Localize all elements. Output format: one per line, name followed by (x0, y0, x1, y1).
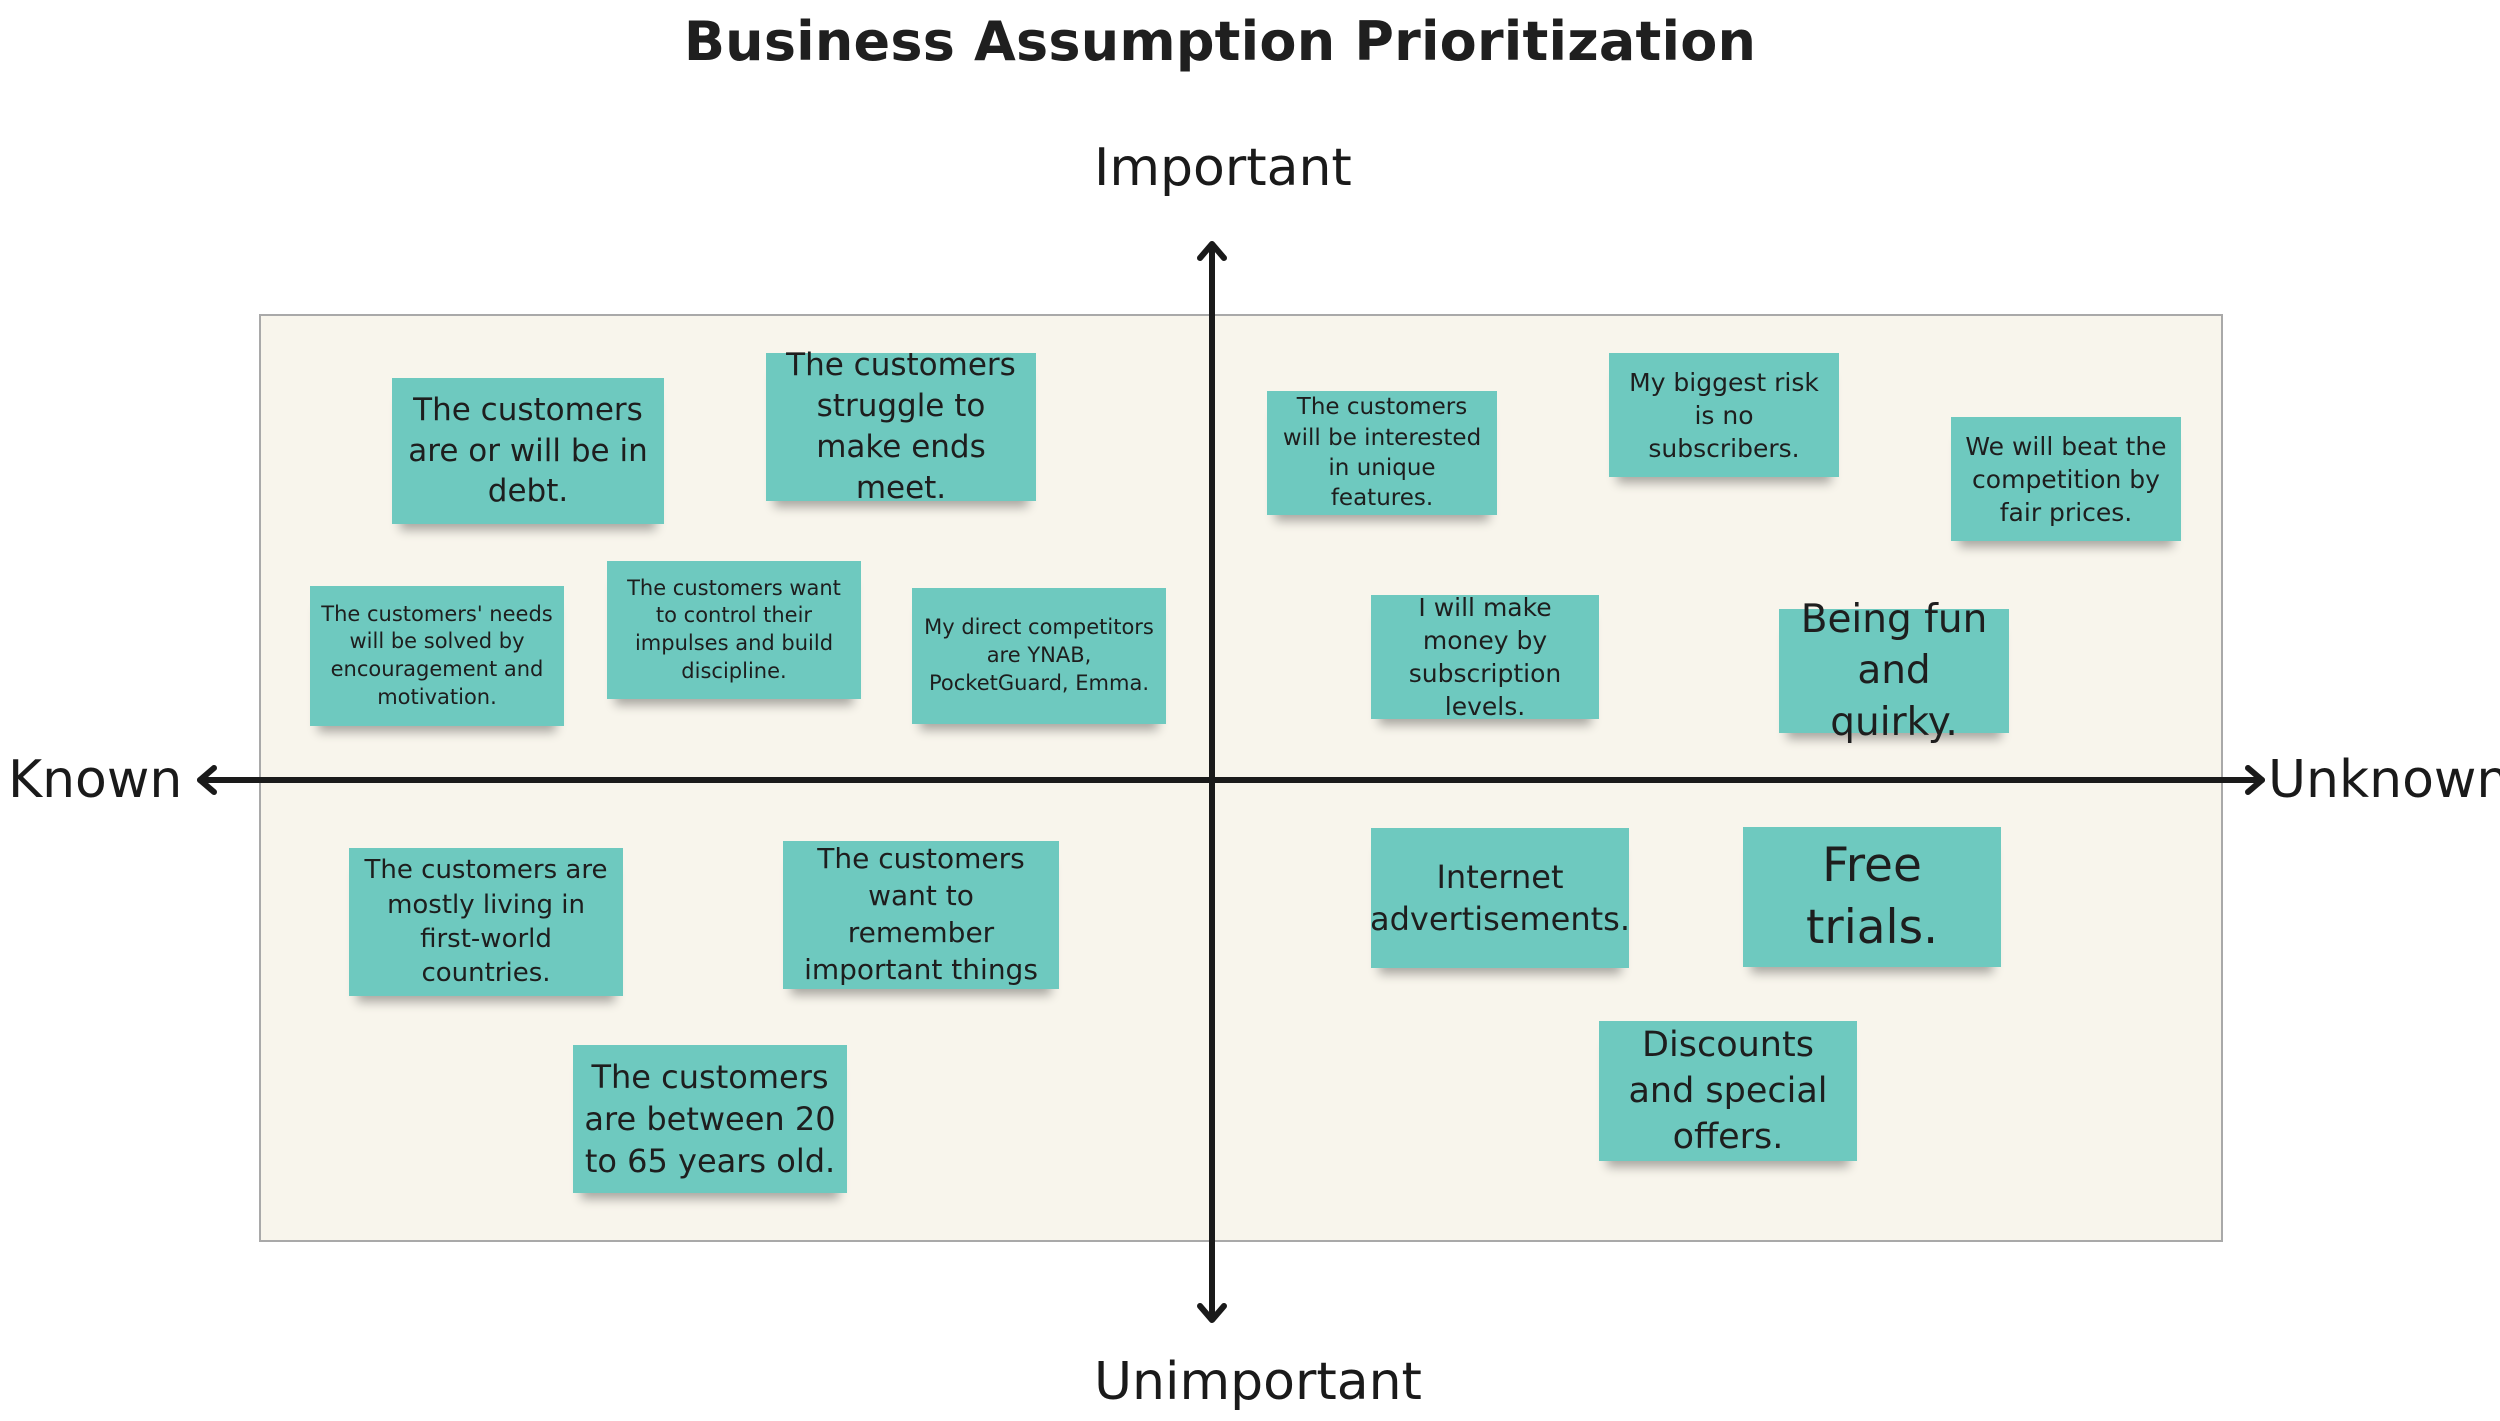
sticky-note[interactable]: The customers are mostly living in first… (349, 848, 623, 996)
arrow-up-icon (1197, 241, 1227, 261)
arrow-right-icon (2245, 765, 2265, 795)
axis-label-known: Known (8, 750, 183, 810)
arrow-down-icon (1197, 1303, 1227, 1323)
sticky-note[interactable]: My biggest risk is no subscribers. (1609, 353, 1839, 477)
sticky-note[interactable]: The customers will be interested in uniq… (1267, 391, 1497, 515)
sticky-note[interactable]: Being fun and quirky. (1779, 597, 2009, 745)
sticky-note[interactable]: Discounts and special offers. (1599, 1021, 1857, 1161)
axis-label-unknown: Unknown (2268, 750, 2500, 810)
sticky-note[interactable]: The customers struggle to make ends meet… (766, 347, 1036, 506)
sticky-note[interactable]: The customers' needs will be solved by e… (310, 586, 564, 726)
sticky-note[interactable]: The customers are between 20 to 65 years… (573, 1045, 847, 1193)
sticky-note[interactable]: The customers are or will be in debt. (392, 378, 664, 524)
arrow-left-icon (197, 765, 217, 795)
axis-label-unimportant: Unimportant (1094, 1352, 1422, 1412)
sticky-note[interactable]: Free trials. (1743, 827, 2001, 967)
sticky-note[interactable]: My direct competitors are YNAB, PocketGu… (912, 588, 1166, 724)
sticky-note[interactable]: The customers want to remember important… (783, 841, 1059, 989)
sticky-note[interactable]: We will beat the competition by fair pri… (1951, 417, 2181, 541)
diagram-title: Business Assumption Prioritization (683, 10, 1757, 73)
sticky-note[interactable]: Internet advertisements. (1370, 828, 1630, 968)
sticky-note[interactable]: The customers want to control their impu… (607, 561, 861, 699)
axis-label-important: Important (1094, 138, 1352, 198)
sticky-note[interactable]: I will make money by subscription levels… (1371, 593, 1599, 721)
